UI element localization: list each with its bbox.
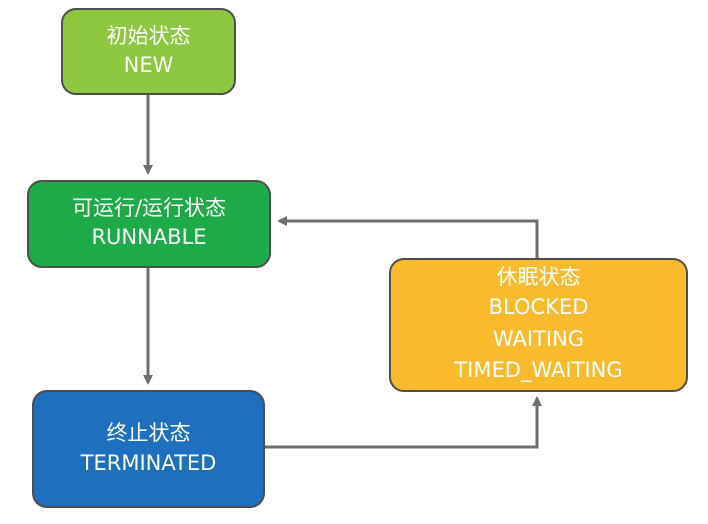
state-label-waiting-cn: 休眠状态 [497, 265, 581, 289]
state-box-new [61, 8, 236, 95]
state-label-timed-waiting: TIMED_WAITING [453, 358, 622, 383]
state-label-new-en: NEW [124, 53, 174, 77]
state-box-terminated [32, 390, 265, 508]
edge-waiting-to-runnable [277, 216, 539, 259]
state-box-waiting [389, 258, 688, 392]
state-node-terminated: 终止状态 TERMINATED [32, 390, 265, 508]
state-label-waiting: WAITING [493, 327, 584, 351]
state-box-runnable [27, 180, 271, 268]
state-label-new-cn: 初始状态 [107, 24, 191, 48]
state-label-blocked: BLOCKED [489, 295, 589, 319]
state-node-new: 初始状态 NEW [61, 8, 236, 95]
state-label-terminated-en: TERMINATED [80, 451, 217, 475]
state-label-runnable-en: RUNNABLE [91, 225, 206, 249]
state-label-runnable-cn: 可运行/运行状态 [72, 196, 226, 220]
edge-terminated-to-waiting [264, 396, 542, 449]
state-node-waiting: 休眠状态 BLOCKED WAITING TIMED_WAITING [389, 258, 688, 392]
state-label-terminated-cn: 终止状态 [107, 421, 191, 445]
state-node-runnable: 可运行/运行状态 RUNNABLE [27, 180, 271, 268]
